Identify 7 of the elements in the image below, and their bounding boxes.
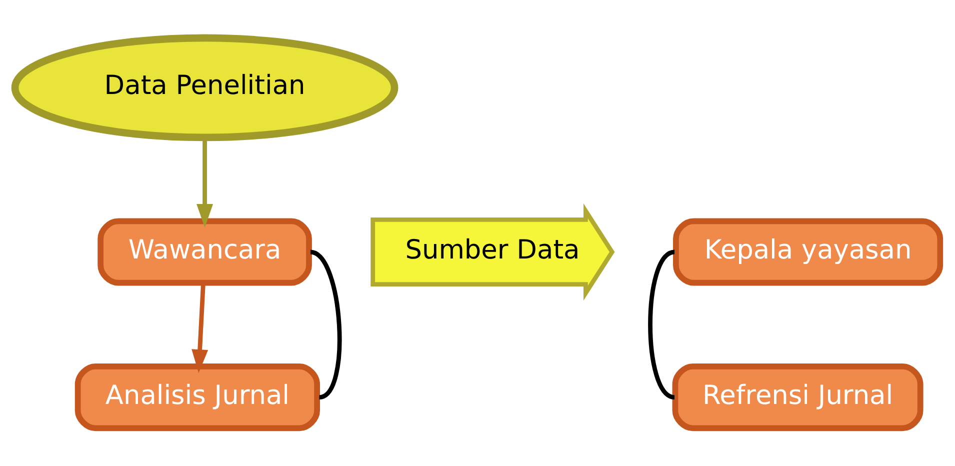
node-box: Refrensi Jurnal xyxy=(672,364,924,432)
node-ellipse: Data Penelitian xyxy=(11,34,398,142)
node-box: Wawancara xyxy=(98,218,312,286)
node-box: Kepala yayasan xyxy=(673,218,944,286)
node-box: Analisis Jurnal xyxy=(74,364,320,432)
connector xyxy=(648,250,676,400)
arrow xyxy=(192,282,208,374)
